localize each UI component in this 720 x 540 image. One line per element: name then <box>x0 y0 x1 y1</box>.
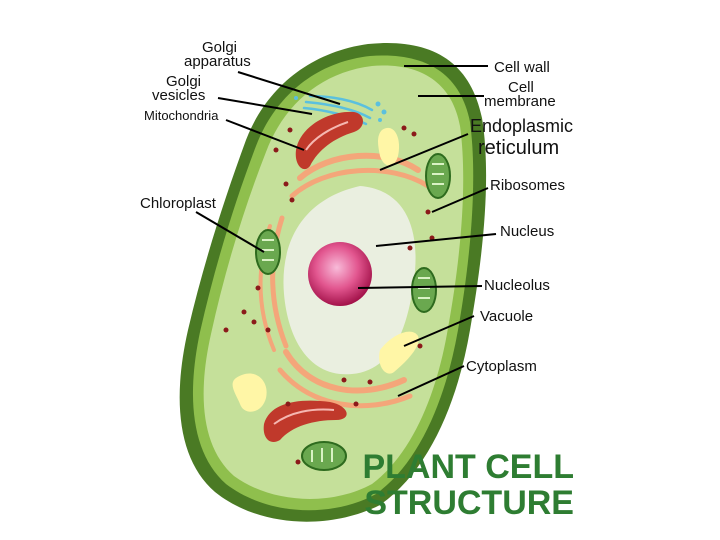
label-golgi-vesicles: Golgi vesicles <box>152 73 205 104</box>
label-chloroplast: Chloroplast <box>140 195 217 212</box>
ribosomes <box>223 125 435 465</box>
small-vacuoles <box>232 127 419 412</box>
diagram-title: PLANT CELL STRUCTURE <box>362 448 574 522</box>
title-line-1: PLANT CELL <box>362 448 574 486</box>
label-cell-membrane: Cell membrane <box>484 79 556 110</box>
label-nucleus: Nucleus <box>500 223 554 240</box>
label-cell-wall: Cell wall <box>494 59 550 76</box>
nucleolus <box>308 242 372 306</box>
chloroplast-right-mid <box>411 267 437 313</box>
label-endoplasmic-reticulum: Endoplasmic reticulum <box>470 116 578 159</box>
leader-lines <box>195 65 497 397</box>
labels: Golgi apparatus Golgi vesicles Mitochond… <box>140 39 578 375</box>
chloroplast-right-top <box>425 153 451 199</box>
label-cytoplasm: Cytoplasm <box>466 358 537 375</box>
endoplasmic-reticulum <box>258 152 431 409</box>
label-ribosomes: Ribosomes <box>490 177 565 194</box>
chloroplast-bottom <box>301 441 347 471</box>
mitochondrion-bottom <box>263 400 347 443</box>
title-line-2: STRUCTURE <box>364 484 574 522</box>
label-nucleolus: Nucleolus <box>484 277 550 294</box>
label-mitochondria: Mitochondria <box>144 108 219 123</box>
label-vacuole: Vacuole <box>480 308 533 325</box>
mitochondrion-top <box>295 111 363 170</box>
golgi-vesicles <box>294 96 387 122</box>
label-golgi-apparatus: Golgi apparatus <box>184 39 251 70</box>
chloroplast-left <box>255 229 281 275</box>
